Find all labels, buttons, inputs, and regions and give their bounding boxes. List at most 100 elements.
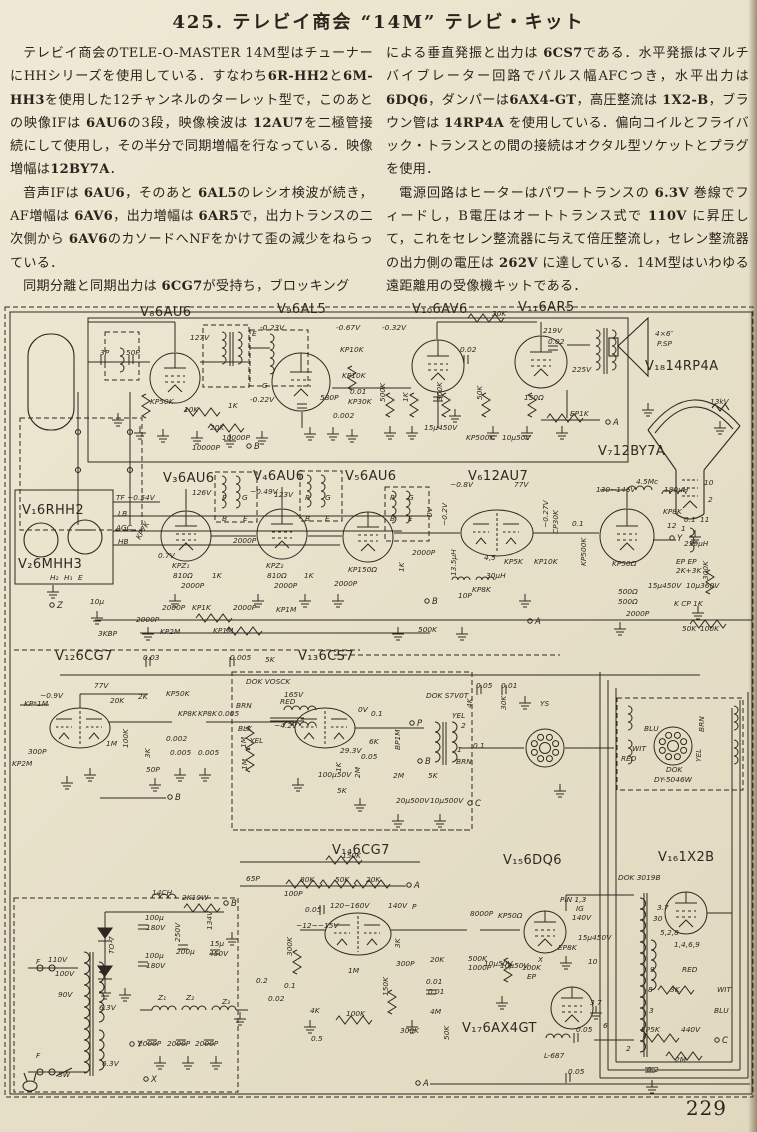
schematic-label: DOK bbox=[666, 765, 684, 774]
schematic-label: BRN bbox=[456, 757, 472, 766]
schematic-label: 29.3V bbox=[340, 746, 362, 755]
schematic-label: G bbox=[242, 493, 248, 502]
schematic-label: 10μ360V bbox=[686, 581, 720, 590]
terminal-label: A bbox=[612, 418, 619, 428]
schematic-label: −4.2V bbox=[274, 721, 298, 730]
tube-10: V₁₂6CG7 bbox=[49, 649, 112, 749]
schematic-label: 5,2,8 bbox=[660, 928, 679, 937]
schematic-label: 5K bbox=[428, 771, 439, 780]
schematic-label: 0.1 bbox=[684, 515, 696, 524]
tube-label: V₁₄6CG7 bbox=[332, 843, 390, 858]
schematic-label: KP50Ω bbox=[612, 559, 637, 568]
schematic-label: 2000P bbox=[412, 548, 436, 557]
schematic-label: 0.002 bbox=[333, 411, 354, 420]
tube-4: V₁₁6AR5 bbox=[514, 300, 574, 389]
schematic-label: 4,5 bbox=[484, 553, 496, 562]
schematic-label: 0.01 bbox=[428, 987, 444, 996]
schematic-label: 2000P bbox=[334, 579, 358, 588]
schematic-label: 50K bbox=[682, 624, 697, 633]
schematic-label: 3.7 bbox=[657, 903, 669, 912]
schematic-label: 0.1 bbox=[473, 741, 485, 750]
terminal-label: B bbox=[231, 899, 237, 909]
schematic-label: KP50K bbox=[166, 689, 191, 698]
schematic-label: 140V bbox=[388, 901, 408, 910]
schematic-label: KP5K bbox=[504, 557, 524, 566]
schematic-label: 6.3V bbox=[102, 1059, 120, 1068]
schematic-label: KP2M bbox=[160, 627, 181, 636]
schematic-label: 0.2 bbox=[647, 1065, 659, 1074]
schematic-label: 30K bbox=[499, 695, 508, 710]
schematic-label: 100μ50V bbox=[318, 770, 352, 779]
schematic-label: H₁ bbox=[64, 573, 73, 582]
schematic-label: KPZ₂ bbox=[266, 561, 283, 570]
tube-13: V₁₅6DQ6 bbox=[503, 853, 567, 954]
terminal-label: B bbox=[254, 442, 260, 452]
schematic-label: 0.01 bbox=[350, 387, 366, 396]
schematic-label: 1,4,6,9 bbox=[674, 940, 700, 949]
schematic-label: EP8K bbox=[558, 943, 578, 952]
schematic-label: KP30K bbox=[348, 397, 373, 406]
tube-label: V₁₇6AX4GT bbox=[462, 1021, 537, 1036]
schematic-label: 300K bbox=[701, 560, 710, 580]
schematic-label: 110V bbox=[48, 955, 68, 964]
tube-label: V₉6AL5 bbox=[277, 302, 326, 317]
paragraph: による垂直発振と出力は 6CS7である．水平発振はマルチバイブレーター回路でパル… bbox=[386, 46, 749, 178]
tube-label: V₃6AU6 bbox=[163, 471, 214, 486]
schematic-label: 30μH bbox=[486, 571, 506, 580]
schematic-label: 4M bbox=[430, 1007, 442, 1016]
schematic-label: 15μ450V bbox=[648, 581, 682, 590]
schematic-label: 2 bbox=[626, 1044, 631, 1053]
paragraph: 同期分離と同期出力は 6CG7が受持ち，ブロッキング bbox=[23, 278, 350, 294]
schematic-label: KP50K bbox=[150, 397, 175, 406]
article-body: テレビイ商会のTELE-O-MASTER 14M型はチューナーにHHシリーズを使… bbox=[10, 42, 749, 298]
schematic-label: 77V bbox=[514, 480, 529, 489]
schematic-label: 10μ500V bbox=[430, 796, 464, 805]
schematic-label: 2 bbox=[461, 721, 466, 730]
schematic-label: 165V bbox=[284, 690, 304, 699]
schematic-label: 1M bbox=[106, 739, 118, 748]
schematic-label: 0.1 bbox=[572, 519, 584, 528]
schematic-label: 6 bbox=[603, 1021, 608, 1030]
tube-5: V₃6AU6 bbox=[160, 471, 214, 562]
schematic-label: KP150Ω bbox=[348, 565, 377, 574]
schematic-label: 2K+3K bbox=[676, 566, 702, 575]
schematic-label: B bbox=[222, 514, 227, 523]
schematic-label: 13kV bbox=[710, 397, 730, 406]
schematic-label: 225V bbox=[572, 365, 592, 374]
schematic-label: 15μ bbox=[210, 939, 224, 948]
tube-label: V₁₀6AV6 bbox=[412, 302, 468, 317]
schematic-label: KP1M bbox=[276, 605, 297, 614]
schematic-label: P bbox=[412, 902, 417, 911]
schematic-label: 30K bbox=[492, 309, 507, 318]
schematic-label: 1M bbox=[240, 758, 249, 770]
schematic-label: 0.05 bbox=[576, 1025, 593, 1034]
schematic-label: 0.005 bbox=[218, 709, 239, 718]
schematic-label: 3K bbox=[143, 747, 152, 758]
schematic-label: 180V bbox=[146, 961, 166, 970]
schematic-label: 200μ bbox=[176, 947, 195, 956]
resistor-symbols bbox=[140, 313, 727, 1061]
terminal-label: C bbox=[722, 1036, 728, 1046]
schematic-label: KP500K bbox=[466, 433, 495, 442]
schematic-label: DOK 3019B bbox=[618, 873, 661, 882]
schematic-label: 50K bbox=[475, 385, 484, 400]
schematic-label: KPZ₁ bbox=[172, 561, 189, 570]
schematic-label: TO-7 bbox=[107, 936, 116, 954]
schematic-label: P bbox=[222, 493, 227, 502]
schematic-label: 140V bbox=[572, 913, 592, 922]
schematic-label: KP10K bbox=[534, 557, 559, 566]
schematic-label: EP EP bbox=[676, 557, 697, 566]
schematic-label: 0.05 bbox=[361, 752, 378, 761]
schematic-label: 15μ450V bbox=[578, 933, 612, 942]
tube-label: V₅6AU6 bbox=[345, 469, 396, 484]
schematic-label: 2M bbox=[353, 766, 362, 778]
schematic-label: YEL bbox=[694, 749, 703, 762]
schematic-label: 30 bbox=[653, 914, 663, 923]
schematic-label: 6.3V bbox=[99, 1003, 117, 1012]
tube-label: V₂6MHH3 bbox=[18, 557, 82, 572]
schematic-label: 300K bbox=[285, 936, 294, 956]
schematic-label: 0.05 bbox=[305, 905, 322, 914]
schematic-label: 2K10W bbox=[182, 893, 209, 902]
scan-edge-shadow bbox=[748, 0, 757, 1132]
